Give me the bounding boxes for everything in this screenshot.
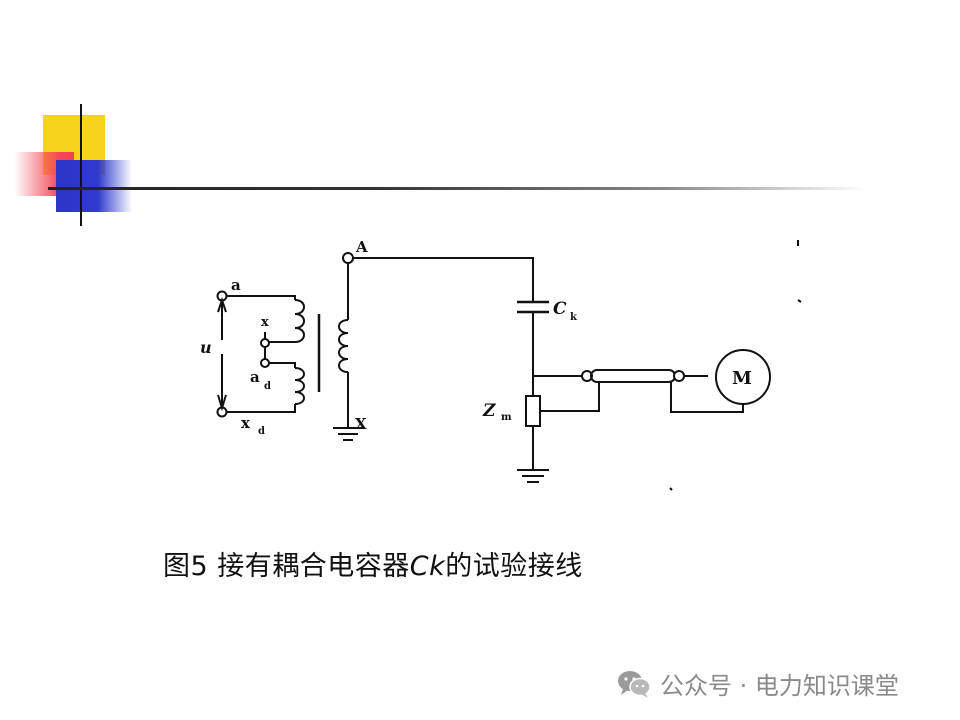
meter-M [715,349,771,405]
label-ck: C [553,299,567,319]
label-x: x [261,315,269,330]
terminal-ad [260,358,270,368]
shield-lead-left [540,382,600,412]
label-zm: Z [482,401,496,421]
caption-suffix: 的试验接线 [445,551,583,582]
caption-ck: Ck [409,551,446,582]
wechat-icon [618,670,651,698]
label-X: X [355,415,367,433]
label-ad: a [250,368,260,386]
stray-mark-3 [669,487,673,491]
horizontal-rule [48,187,868,190]
blue-square-decoration [56,160,132,212]
label-xd: x [241,414,251,432]
figure-caption: 图5 接有耦合电容器Ck的试验接线 [163,544,583,583]
lead-xd [227,404,296,413]
label-A: A [355,238,368,256]
label-ad-sub: d [264,381,271,392]
terminal-A [342,252,354,264]
label-ck-sub: k [570,312,578,323]
watermark-text: 公众号 · 电力知识课堂 [660,672,899,700]
lead-a [226,295,296,300]
hv-winding [338,319,349,373]
lv-winding-upper [294,299,305,343]
lead-ad [269,362,296,368]
label-zm-sub: m [501,412,512,423]
stray-mark-2 [797,299,802,303]
cable-end-right [673,370,685,382]
watermark: 公众号 · 电力知识课堂 [616,666,899,701]
circuit-diagram: a x a d x d u A X C k Z m M [200,238,802,491]
label-u: u [200,338,212,357]
coax-cable [590,369,676,383]
lead-x [264,332,295,343]
vertical-rule [80,104,82,226]
label-a: a [231,276,241,294]
lv-winding-lower [294,367,305,405]
caption-prefix: 图5 接有耦合电容器 [163,551,410,582]
label-motor: M [732,368,752,389]
arrow-head-up [217,296,227,313]
label-xd-sub: d [258,426,265,437]
top-wire [353,257,534,302]
terminal-x [260,338,270,348]
arrow-head-down [217,394,227,412]
impedance-zm [525,395,541,427]
